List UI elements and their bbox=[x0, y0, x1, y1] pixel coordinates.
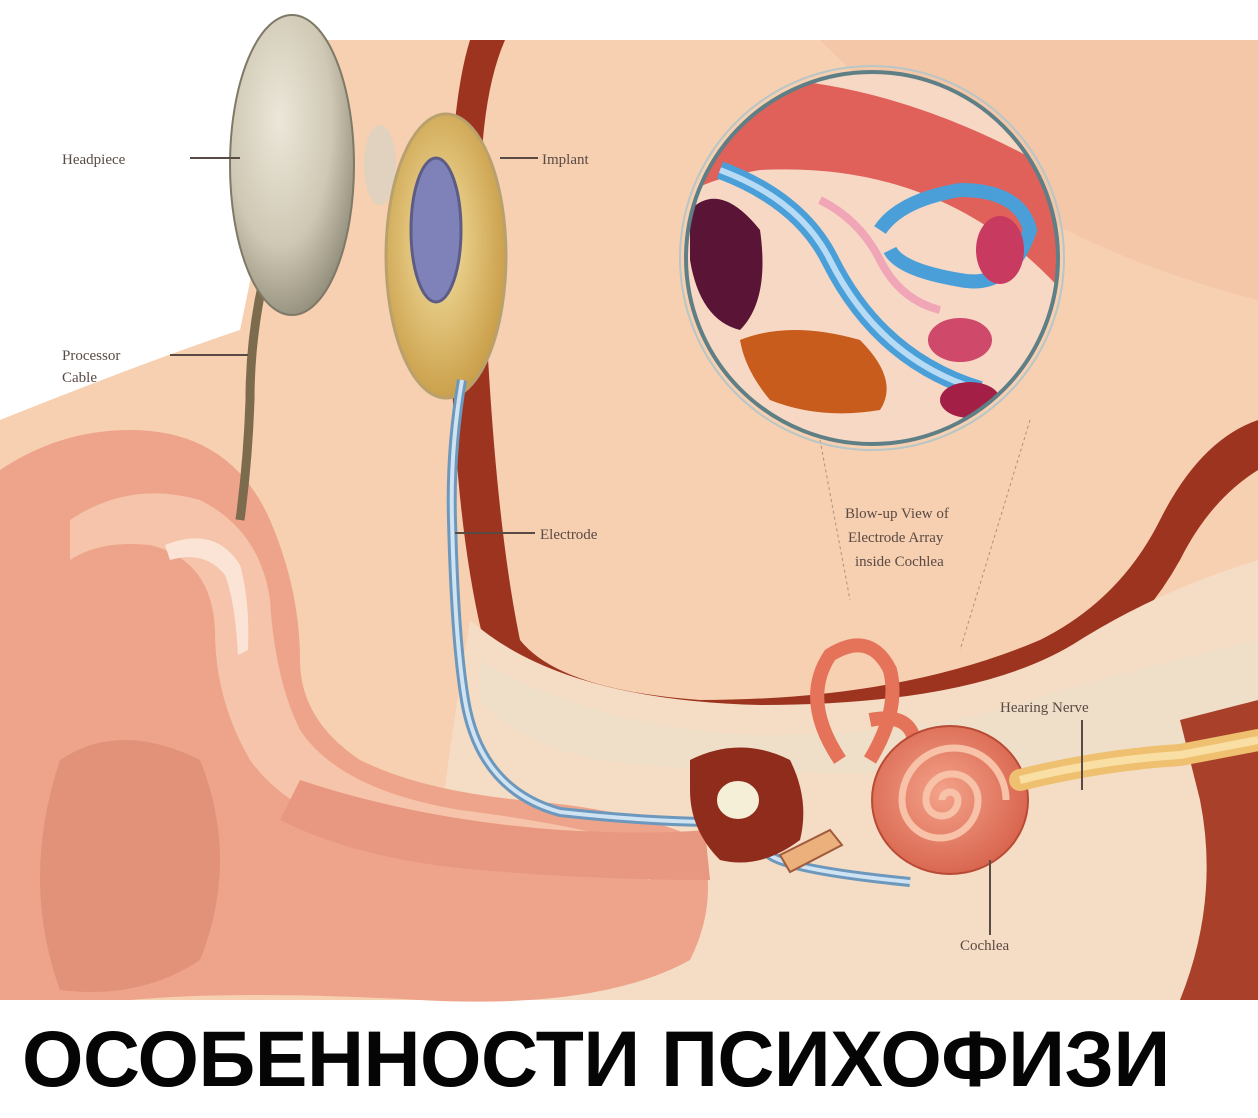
label-blowup-3: inside Cochlea bbox=[855, 554, 944, 570]
label-processor-cable-2: Cable bbox=[62, 370, 97, 386]
label-electrode: Electrode bbox=[540, 527, 598, 543]
slide-title: ОСОБЕННОСТИ ПСИХОФИЗИ bbox=[22, 1004, 1170, 1114]
label-processor-cable-1: Processor bbox=[62, 348, 120, 364]
implant-receiver bbox=[411, 158, 461, 302]
label-blowup-2: Electrode Array bbox=[848, 530, 944, 546]
label-blowup-1: Blow-up View of bbox=[845, 506, 949, 522]
label-hearing-nerve: Hearing Nerve bbox=[1000, 700, 1089, 716]
label-implant: Implant bbox=[542, 152, 589, 168]
headpiece bbox=[230, 15, 354, 315]
label-cochlea: Cochlea bbox=[960, 938, 1009, 954]
ossicle bbox=[716, 780, 760, 820]
label-headpiece: Headpiece bbox=[62, 152, 126, 168]
ear-lobe-shadow bbox=[40, 740, 220, 992]
